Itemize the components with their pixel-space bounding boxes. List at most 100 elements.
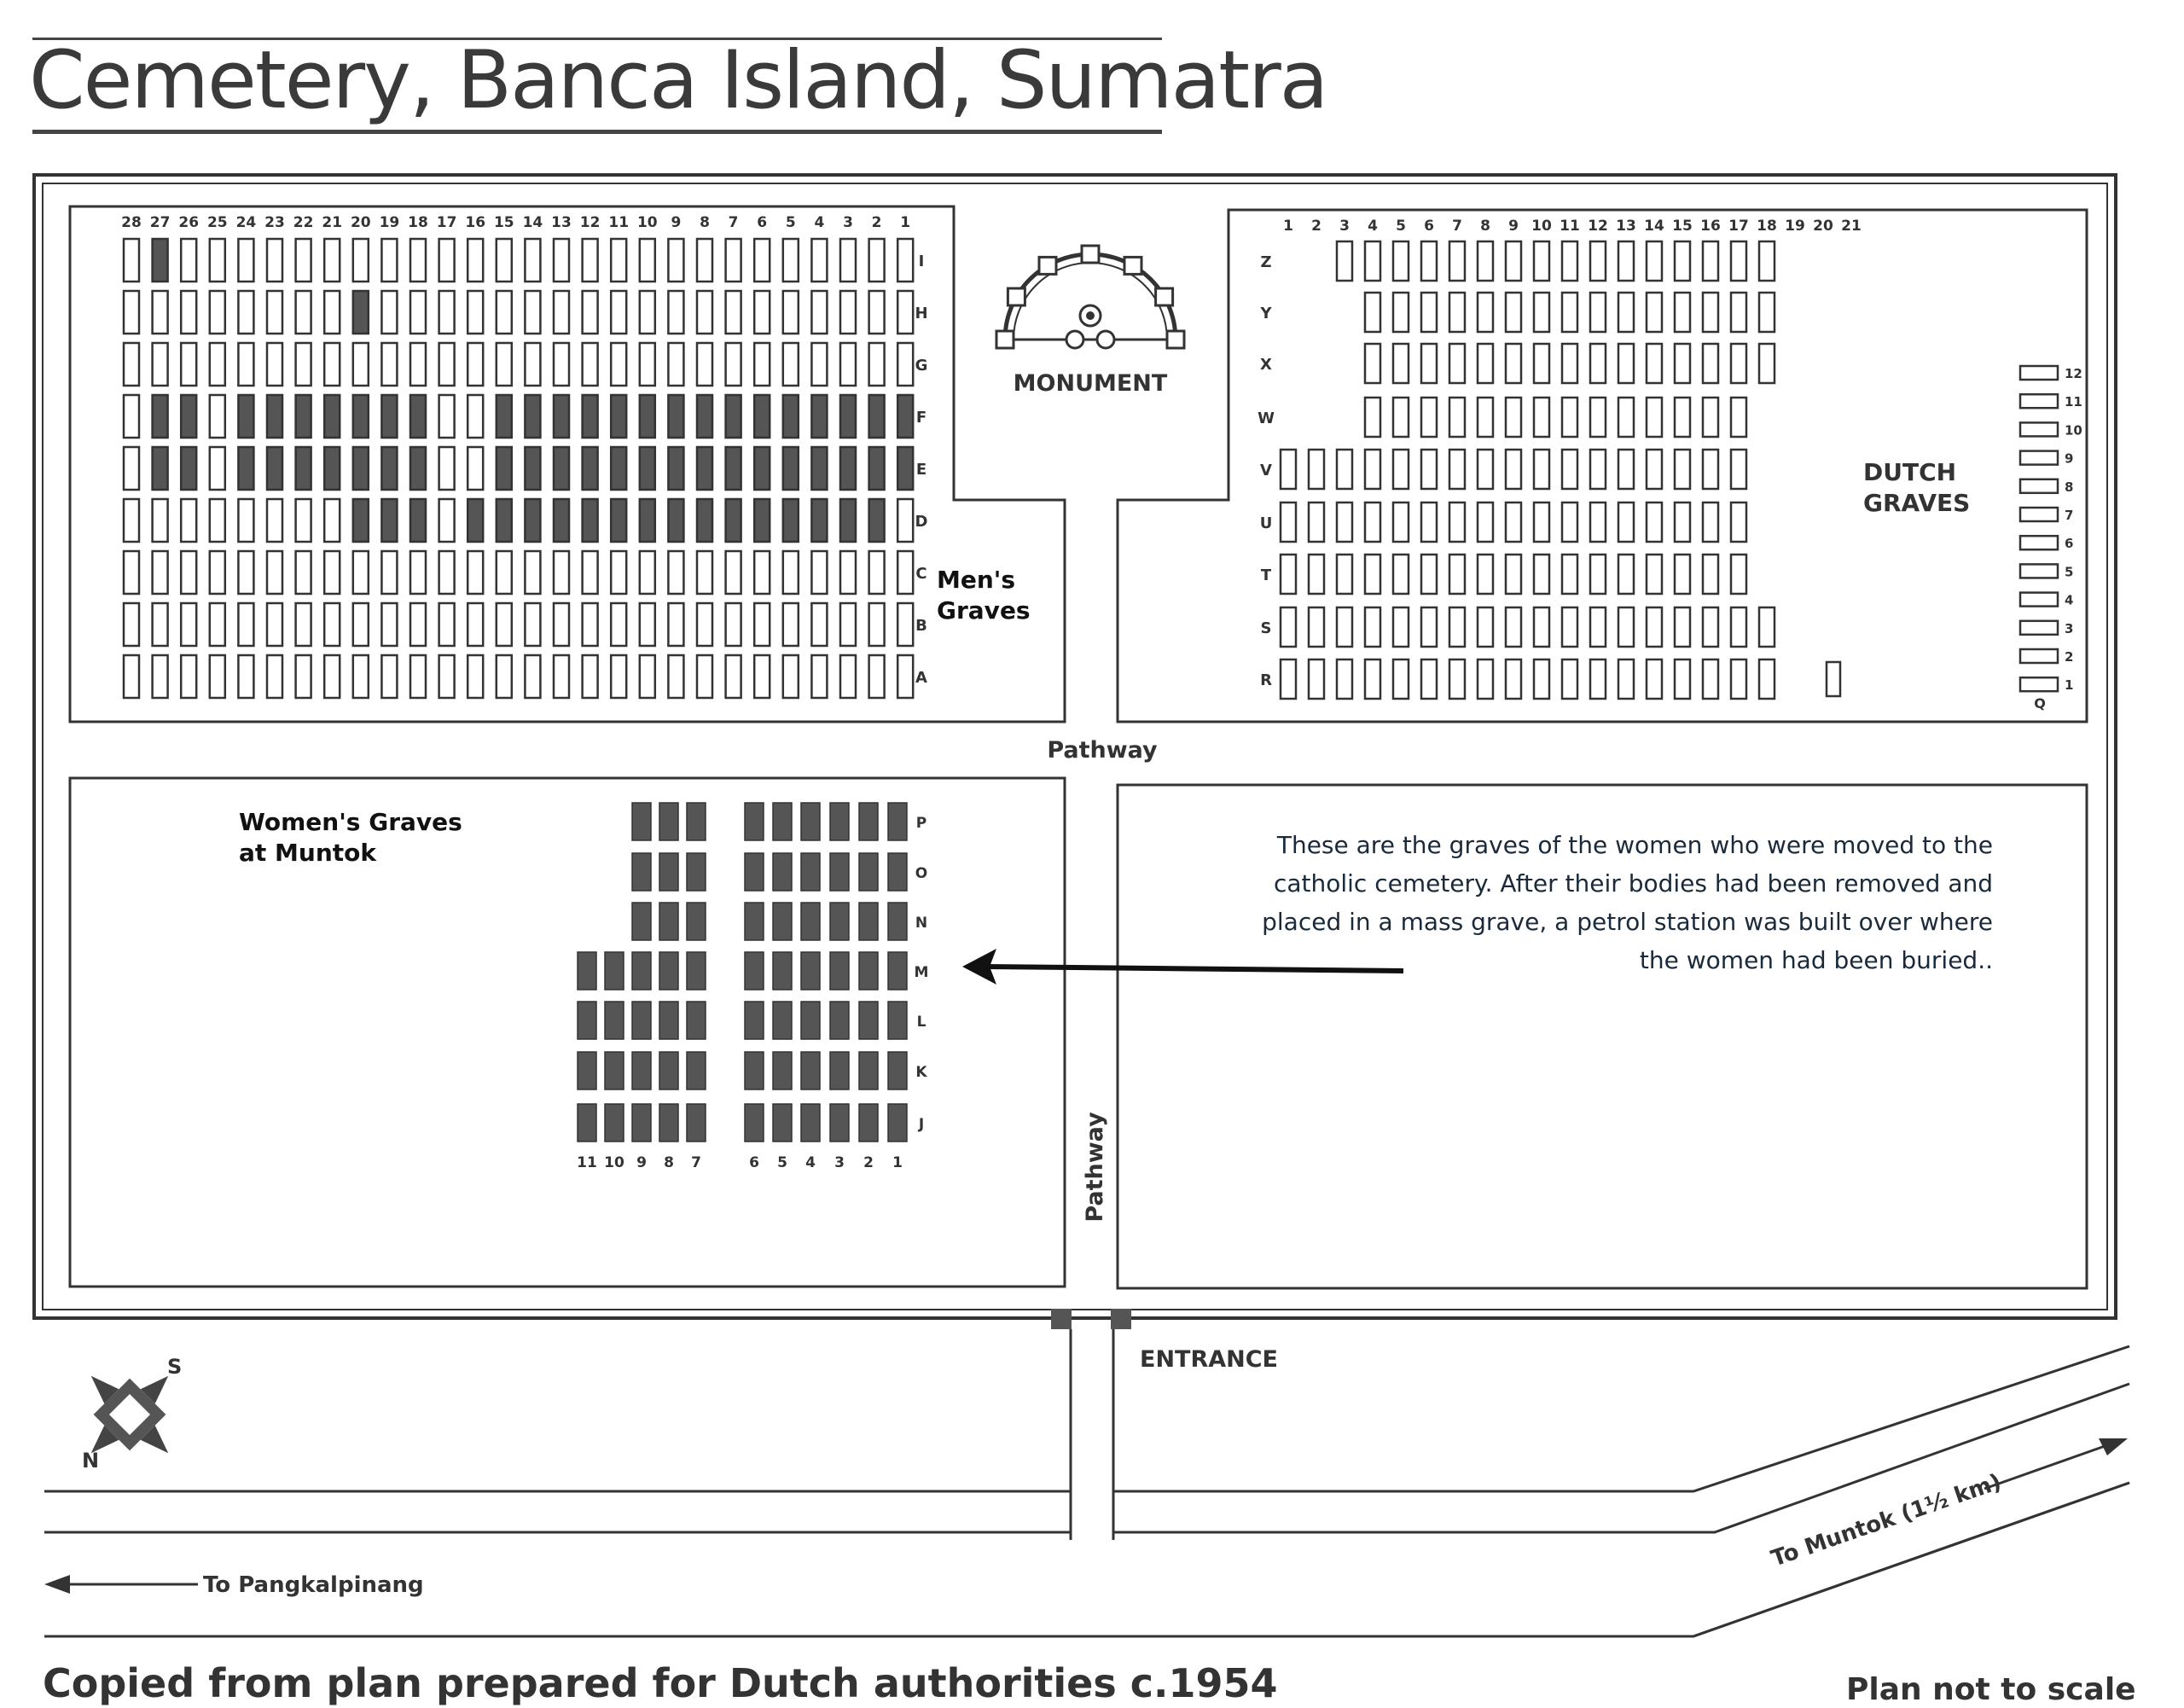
- monument-pillar: [995, 329, 1015, 350]
- column-number: 10: [604, 1154, 624, 1171]
- grave-plot: [1504, 291, 1523, 334]
- grave-plot: [868, 654, 886, 700]
- grave-plot: [552, 497, 571, 543]
- grave-plot: [208, 549, 227, 595]
- grave-plot: [1448, 606, 1467, 648]
- side-grave-plot: [2018, 364, 2059, 381]
- grave-plot: [380, 654, 398, 700]
- grave-plot: [609, 445, 628, 491]
- grave-plot: [1391, 606, 1410, 648]
- grave-plot: [752, 497, 771, 543]
- grave-plot: [1335, 501, 1354, 543]
- column-number: 5: [1396, 218, 1406, 235]
- grave-plot: [1589, 342, 1607, 385]
- grave-plot: [752, 341, 771, 387]
- grave-plot: [1729, 553, 1748, 595]
- grave-plot: [1363, 396, 1382, 439]
- grave-plot: [265, 341, 284, 387]
- grave-plot: [1701, 606, 1720, 648]
- grave-plot: [1391, 658, 1410, 700]
- grave-plot: [724, 393, 742, 439]
- grave-plot: [438, 237, 456, 283]
- monument-ring: [1065, 329, 1085, 350]
- grave-plot: [409, 237, 427, 283]
- grave-plot: [800, 951, 821, 991]
- grave-plot: [1504, 240, 1523, 282]
- grave-plot: [1279, 448, 1298, 491]
- column-number: 13: [1616, 218, 1636, 235]
- grave-plot: [1420, 658, 1438, 700]
- grave-plot: [179, 601, 198, 648]
- side-grave-number: 11: [2065, 394, 2082, 410]
- source-note: Copied from plan prepared for Dutch auth…: [43, 1660, 1278, 1706]
- grave-plot: [1335, 240, 1354, 282]
- side-grave-plot: [2018, 591, 2059, 607]
- grave-plot: [122, 549, 141, 595]
- monument-pillar: [1080, 244, 1101, 264]
- grave-plot: [1617, 606, 1635, 648]
- side-grave-plot: [2018, 619, 2059, 636]
- grave-plot: [122, 237, 141, 283]
- column-number: 4: [814, 214, 824, 231]
- grave-plot: [659, 902, 679, 941]
- grave-plot: [1645, 291, 1664, 334]
- grave-plot: [466, 393, 485, 439]
- grave-plot: [1701, 342, 1720, 385]
- grave-plot: [151, 237, 169, 283]
- grave-plot: [1532, 448, 1551, 491]
- grave-plot: [208, 341, 227, 387]
- column-number: 17: [1728, 218, 1749, 235]
- grave-plot: [1420, 501, 1438, 543]
- grave-plot: [868, 601, 886, 648]
- grave-plot: [1645, 448, 1664, 491]
- grave-plot: [887, 1051, 908, 1090]
- grave-plot: [351, 497, 370, 543]
- grave-plot: [1532, 501, 1551, 543]
- grave-plot: [1560, 553, 1579, 595]
- grave-plot: [667, 237, 685, 283]
- row-letter: O: [915, 865, 927, 882]
- row-letter: E: [916, 461, 926, 479]
- grave-plot: [638, 497, 657, 543]
- grave-plot: [839, 289, 857, 335]
- grave-plot: [752, 549, 771, 595]
- grave-plot: [380, 289, 398, 335]
- grave-plot: [179, 289, 198, 335]
- grave-plot: [552, 393, 571, 439]
- grave-plot: [772, 951, 793, 991]
- dutch-section: [1116, 208, 2088, 723]
- grave-plot: [1476, 291, 1495, 334]
- grave-plot: [438, 601, 456, 648]
- grave-plot: [1560, 291, 1579, 334]
- grave-plot: [581, 654, 599, 700]
- title-rule-top: [32, 38, 1162, 40]
- grave-plot: [631, 1051, 652, 1090]
- column-number: 10: [1531, 218, 1552, 235]
- grave-plot: [438, 497, 456, 543]
- grave-plot: [294, 445, 312, 491]
- grave-plot: [294, 497, 312, 543]
- row-letter: V: [1260, 462, 1272, 479]
- grave-plot: [1645, 553, 1664, 595]
- grave-plot: [1532, 342, 1551, 385]
- grave-plot: [1476, 501, 1495, 543]
- side-grave-plot: [2018, 478, 2059, 495]
- grave-plot: [858, 1051, 879, 1090]
- grave-plot: [265, 393, 284, 439]
- grave-plot: [179, 237, 198, 283]
- grave-plot: [1729, 658, 1748, 700]
- grave-plot: [265, 654, 284, 700]
- grave-plot: [858, 1103, 879, 1142]
- grave-plot: [294, 237, 312, 283]
- row-letter: P: [916, 815, 926, 832]
- grave-plot: [151, 445, 169, 491]
- grave-plot: [800, 802, 821, 841]
- grave-plot: [495, 289, 514, 335]
- grave-plot: [744, 802, 764, 841]
- grave-plot: [577, 951, 597, 991]
- grave-plot: [208, 445, 227, 491]
- grave-plot: [1448, 342, 1467, 385]
- side-grave-number: 7: [2065, 508, 2073, 523]
- grave-plot: [724, 237, 742, 283]
